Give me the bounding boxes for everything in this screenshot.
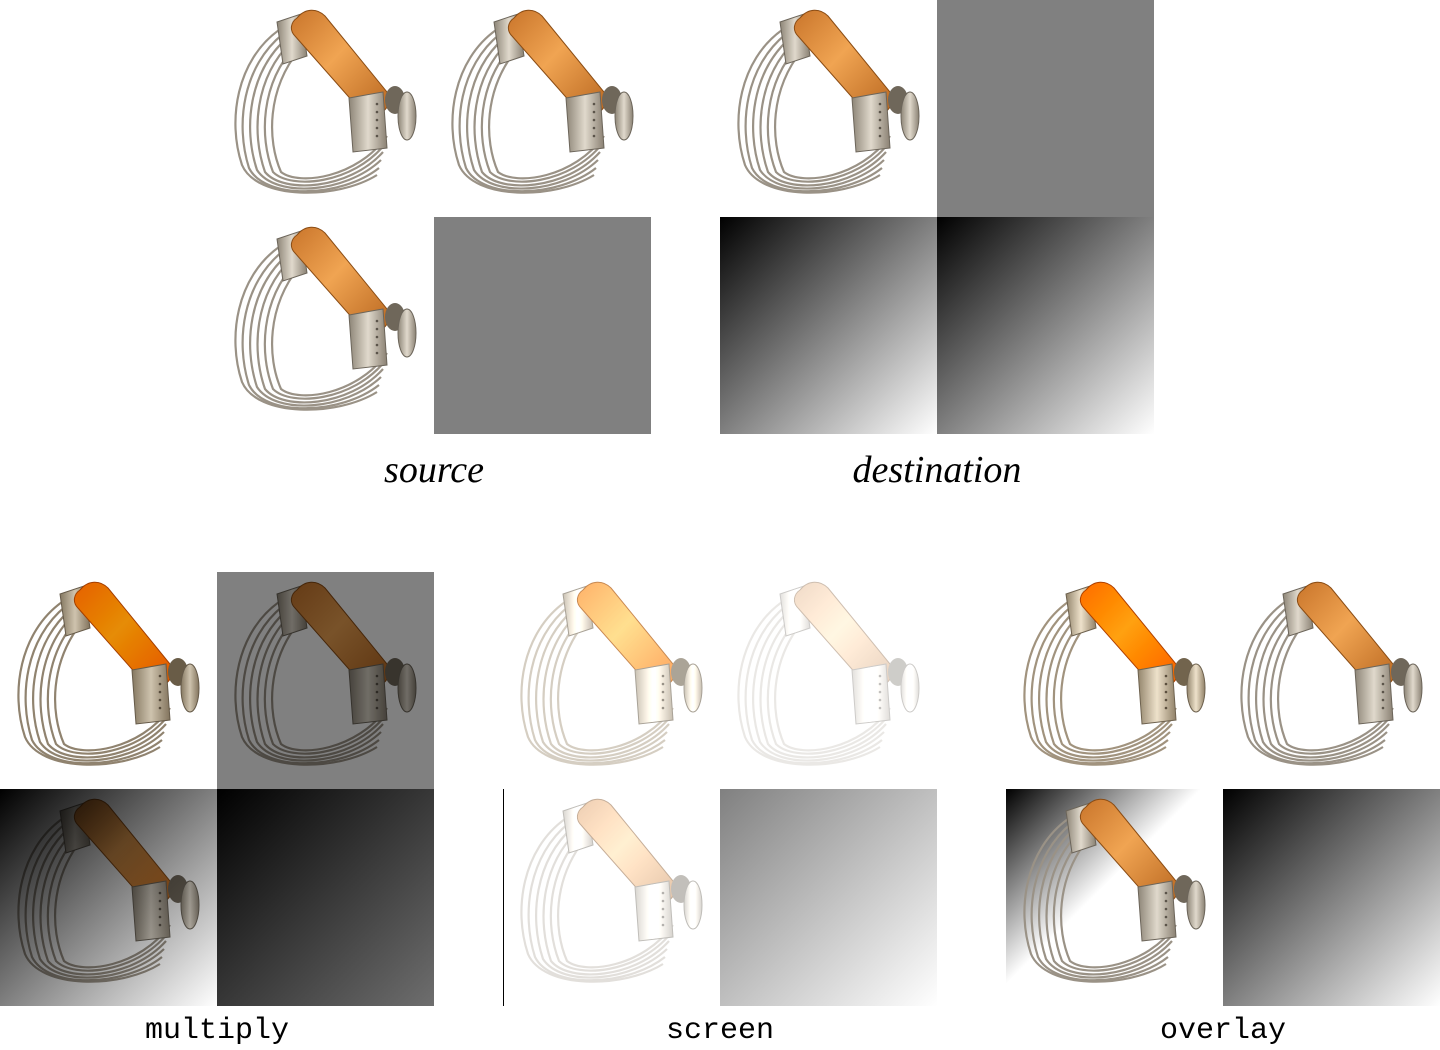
multiply-tile-1 <box>0 572 217 789</box>
screen-tile-3 <box>503 789 720 1006</box>
destination-tile-gradient-1 <box>720 217 937 434</box>
pastry-blender-icon <box>720 572 937 789</box>
pastry-blender-icon <box>217 0 434 217</box>
pastry-blender-icon <box>434 0 651 217</box>
pastry-blender-icon <box>503 572 720 789</box>
destination-label: destination <box>852 449 1022 491</box>
source-tile-cutter-1 <box>217 0 434 217</box>
multiply-label: multiply <box>144 1014 290 1048</box>
pastry-blender-icon <box>217 572 434 789</box>
destination-tile-gray <box>937 0 1154 217</box>
pastry-blender-icon <box>1006 789 1223 1006</box>
pastry-blender-icon <box>217 217 434 434</box>
screen-tile-1 <box>503 572 720 789</box>
source-tile-cutter-2 <box>434 0 651 217</box>
source-tile-cutter-3 <box>217 217 434 434</box>
overlay-tile-4 <box>1223 789 1440 1006</box>
source-label: source <box>384 449 484 491</box>
pastry-blender-icon <box>0 789 217 1006</box>
overlay-tile-2 <box>1223 572 1440 789</box>
screen-label: screen <box>665 1014 775 1048</box>
multiply-tile-3 <box>0 789 217 1006</box>
pastry-blender-icon <box>1223 572 1440 789</box>
source-tile-gray <box>434 217 651 434</box>
overlay-label: overlay <box>1159 1014 1287 1048</box>
destination-tile-cutter <box>720 0 937 217</box>
screen-divider <box>503 789 504 1006</box>
pastry-blender-icon <box>0 572 217 789</box>
overlay-tile-3 <box>1006 789 1223 1006</box>
pastry-blender-icon <box>503 789 720 1006</box>
pastry-blender-icon <box>1006 572 1223 789</box>
screen-tile-4 <box>720 789 937 1006</box>
overlay-tile-1 <box>1006 572 1223 789</box>
pastry-blender-icon <box>720 0 937 217</box>
destination-tile-gradient-2 <box>937 217 1154 434</box>
multiply-tile-4 <box>217 789 434 1006</box>
multiply-tile-2 <box>217 572 434 789</box>
screen-tile-2 <box>720 572 937 789</box>
